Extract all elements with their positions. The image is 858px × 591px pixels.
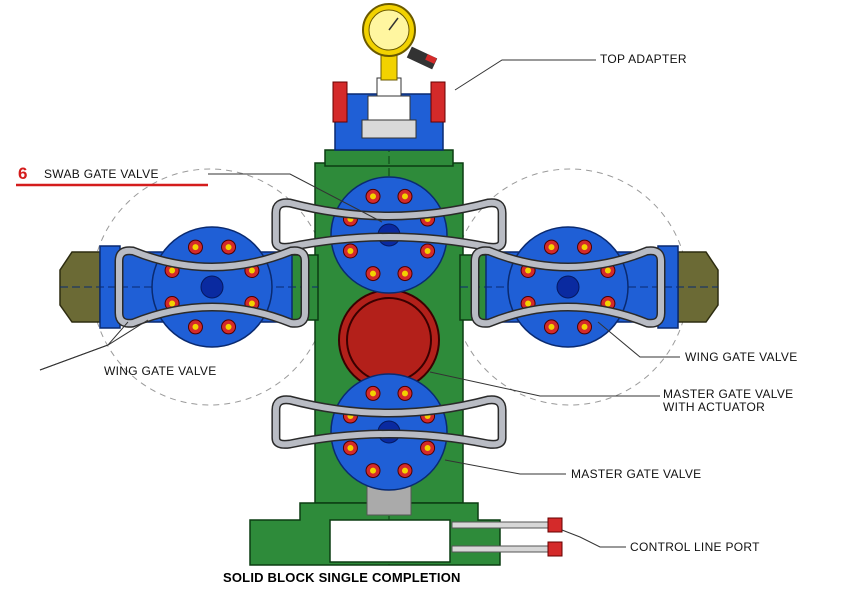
bolt-center [604, 300, 611, 307]
bottom-bore [329, 484, 451, 563]
bolt-center [192, 244, 199, 251]
callout: 6 [16, 164, 208, 187]
labels: TOP ADAPTER SWAB GATE VALVE WING GATE VA… [44, 52, 798, 585]
bolt-center [581, 244, 588, 251]
label-swab-gate-valve: SWAB GATE VALVE [44, 167, 159, 181]
bolt-center [401, 270, 408, 277]
handwheel-frame [116, 247, 308, 327]
bolt-center [347, 444, 354, 451]
stem-hub [556, 275, 580, 299]
bolt-center [548, 244, 555, 251]
handwheel-frame [472, 247, 664, 327]
master-gate-valve [271, 373, 507, 491]
bolt-center [424, 444, 431, 451]
label-wing-gate-valve-left: WING GATE VALVE [104, 364, 217, 378]
bolt-center [370, 270, 377, 277]
diagram-title: SOLID BLOCK SINGLE COMPLETION [223, 570, 461, 585]
bolt-center [248, 267, 255, 274]
label-master-gate-valve-actuator-1: MASTER GATE VALVE [663, 387, 793, 401]
bolt-center [581, 323, 588, 330]
wing-gate-valve-left [114, 226, 310, 348]
handwheel-frame [272, 396, 506, 448]
valve-assemblies [114, 176, 666, 491]
bolt-center [169, 300, 176, 307]
bolt-center [225, 244, 232, 251]
label-top-adapter: TOP ADAPTER [600, 52, 687, 66]
bolt-center [347, 247, 354, 254]
bolt-center [548, 323, 555, 330]
callout-number: 6 [18, 164, 27, 183]
label-master-gate-valve-actuator-2: WITH ACTUATOR [663, 400, 765, 414]
bolt-center [370, 467, 377, 474]
swab-gate-valve [271, 176, 507, 294]
bolt-center [248, 300, 255, 307]
bolt-center [401, 390, 408, 397]
bolt-center [604, 267, 611, 274]
bolt-center [169, 267, 176, 274]
label-wing-gate-valve-right: WING GATE VALVE [685, 350, 798, 364]
bolt-center [225, 323, 232, 330]
bolt-center [525, 267, 532, 274]
handwheel-frame [272, 199, 506, 251]
bolt-center [401, 467, 408, 474]
bolt-center [192, 323, 199, 330]
control-line-port [451, 517, 563, 557]
bolt-center [401, 193, 408, 200]
top-adapter [332, 77, 446, 151]
bolt-center [424, 247, 431, 254]
bolt-center [370, 390, 377, 397]
stem-hub [200, 275, 224, 299]
leader-lines [39, 59, 680, 548]
label-master-gate-valve: MASTER GATE VALVE [571, 467, 701, 481]
pressure-gauge [362, 3, 438, 81]
label-control-line-port: CONTROL LINE PORT [630, 540, 760, 554]
wing-gate-valve-right [470, 226, 666, 348]
bolt-center [370, 193, 377, 200]
bolt-center [525, 300, 532, 307]
